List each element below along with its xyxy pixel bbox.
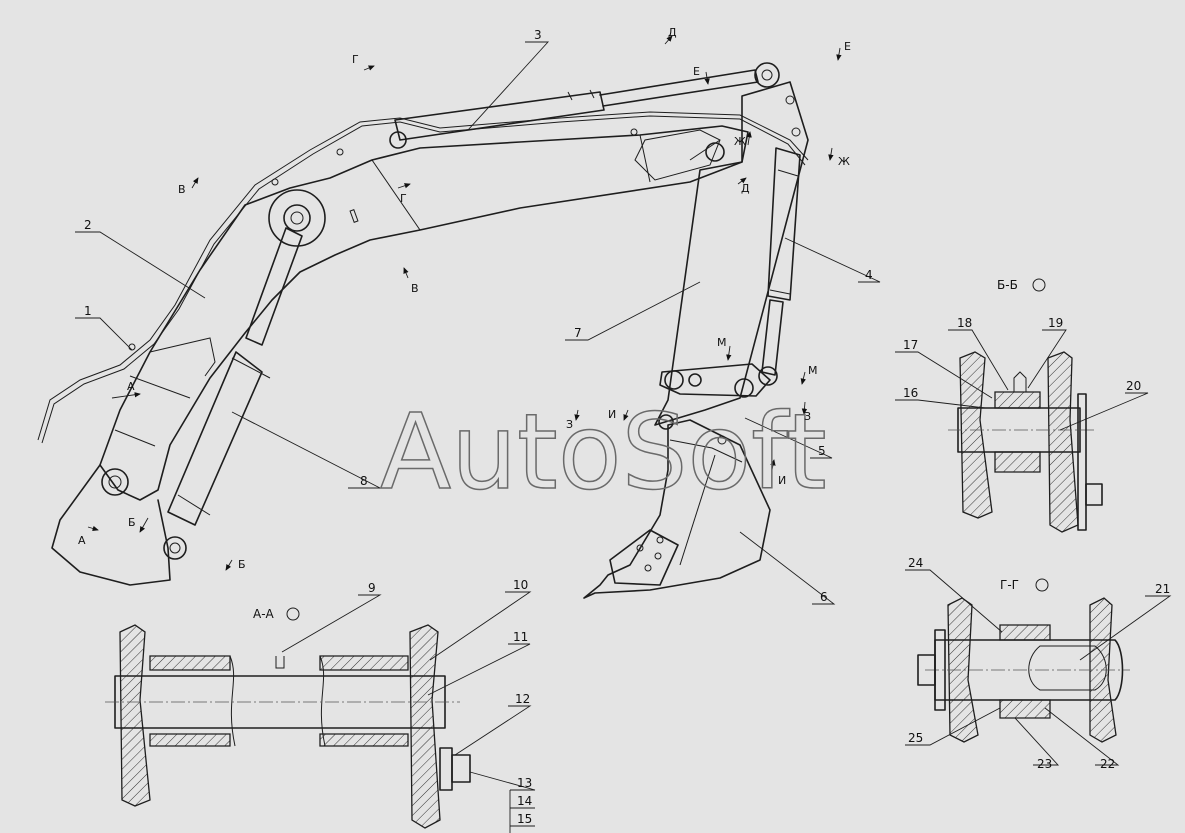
section-title-aa: А-А [253, 607, 275, 621]
stick-cylinder [389, 62, 780, 149]
section-titles: А-А Б-Б Г-Г [253, 278, 1049, 621]
stick [654, 81, 809, 426]
section-symbol-aa [286, 607, 300, 621]
bucket [583, 419, 771, 599]
callout-25: 25 [908, 731, 923, 745]
callout-14: 14 [517, 794, 532, 808]
view-letter-b2: Б [238, 558, 246, 571]
section-symbol-bb [1032, 278, 1046, 292]
watermark: AutoSoft [380, 391, 827, 513]
view-arrows [87, 35, 842, 571]
callout-8: 8 [360, 474, 368, 488]
view-letter-a1: А [127, 380, 135, 393]
callout-12: 12 [515, 692, 530, 706]
callout-11: 11 [513, 630, 528, 644]
view-letter-a2: А [78, 534, 86, 547]
callout-19: 19 [1048, 316, 1063, 330]
view-letter-e1: Е [693, 65, 700, 78]
callout-4: 4 [865, 268, 873, 282]
view-letter-zh1: Ж [734, 135, 746, 148]
view-letter-zh2: Ж [838, 155, 850, 168]
section-title-gg: Г-Г [1000, 578, 1019, 592]
section-bb [948, 351, 1103, 533]
callout-17: 17 [903, 338, 918, 352]
callout-20: 20 [1126, 379, 1141, 393]
bucket-cylinder [761, 147, 801, 376]
view-letter-i2: И [778, 474, 786, 487]
view-letter-z2: З [804, 410, 811, 423]
boom-cylinder-pin [268, 189, 326, 247]
callout-2: 2 [84, 218, 92, 232]
section-title-bb: Б-Б [997, 278, 1018, 292]
section-gg [917, 597, 1130, 743]
view-letter-b1: Б [128, 516, 136, 529]
boom [51, 125, 749, 586]
callout-24: 24 [908, 556, 923, 570]
view-letter-d1: Д [668, 26, 677, 39]
callout-21: 21 [1155, 582, 1170, 596]
callout-6: 6 [820, 590, 828, 604]
view-letters: А А Б Б В В Г Г Д Д Е Е Ж Ж З З И И М М [78, 26, 851, 571]
section-aa [105, 624, 471, 829]
callout-numbers: 1 2 3 4 5 6 7 8 9 10 11 12 13 14 15 16 1… [84, 28, 1170, 826]
bucket-linkage [658, 363, 778, 430]
view-letter-v2: В [411, 282, 419, 295]
view-letter-m2: М [808, 364, 818, 377]
view-letter-g1: Г [352, 53, 359, 66]
callout-7: 7 [574, 326, 582, 340]
section-symbol-gg [1035, 578, 1049, 592]
boom-cylinder [167, 227, 303, 526]
callout-13: 13 [517, 776, 532, 790]
callout-18: 18 [957, 316, 972, 330]
callout-16: 16 [903, 386, 918, 400]
view-letter-m1: М [717, 336, 727, 349]
callout-1: 1 [84, 304, 92, 318]
view-letter-e2: Е [844, 40, 851, 53]
view-letter-g2: Г [400, 192, 407, 205]
view-letter-v1: В [178, 183, 186, 196]
callout-leaders [75, 41, 1172, 833]
view-letter-d2: Д [741, 182, 750, 195]
callout-3: 3 [534, 28, 542, 42]
callout-10: 10 [513, 578, 528, 592]
callout-22: 22 [1100, 757, 1115, 771]
view-letter-z1: З [566, 418, 573, 431]
callout-5: 5 [818, 444, 826, 458]
view-letter-i1: И [608, 408, 616, 421]
callout-9: 9 [368, 581, 376, 595]
callout-23: 23 [1037, 757, 1052, 771]
callout-15: 15 [517, 812, 532, 826]
